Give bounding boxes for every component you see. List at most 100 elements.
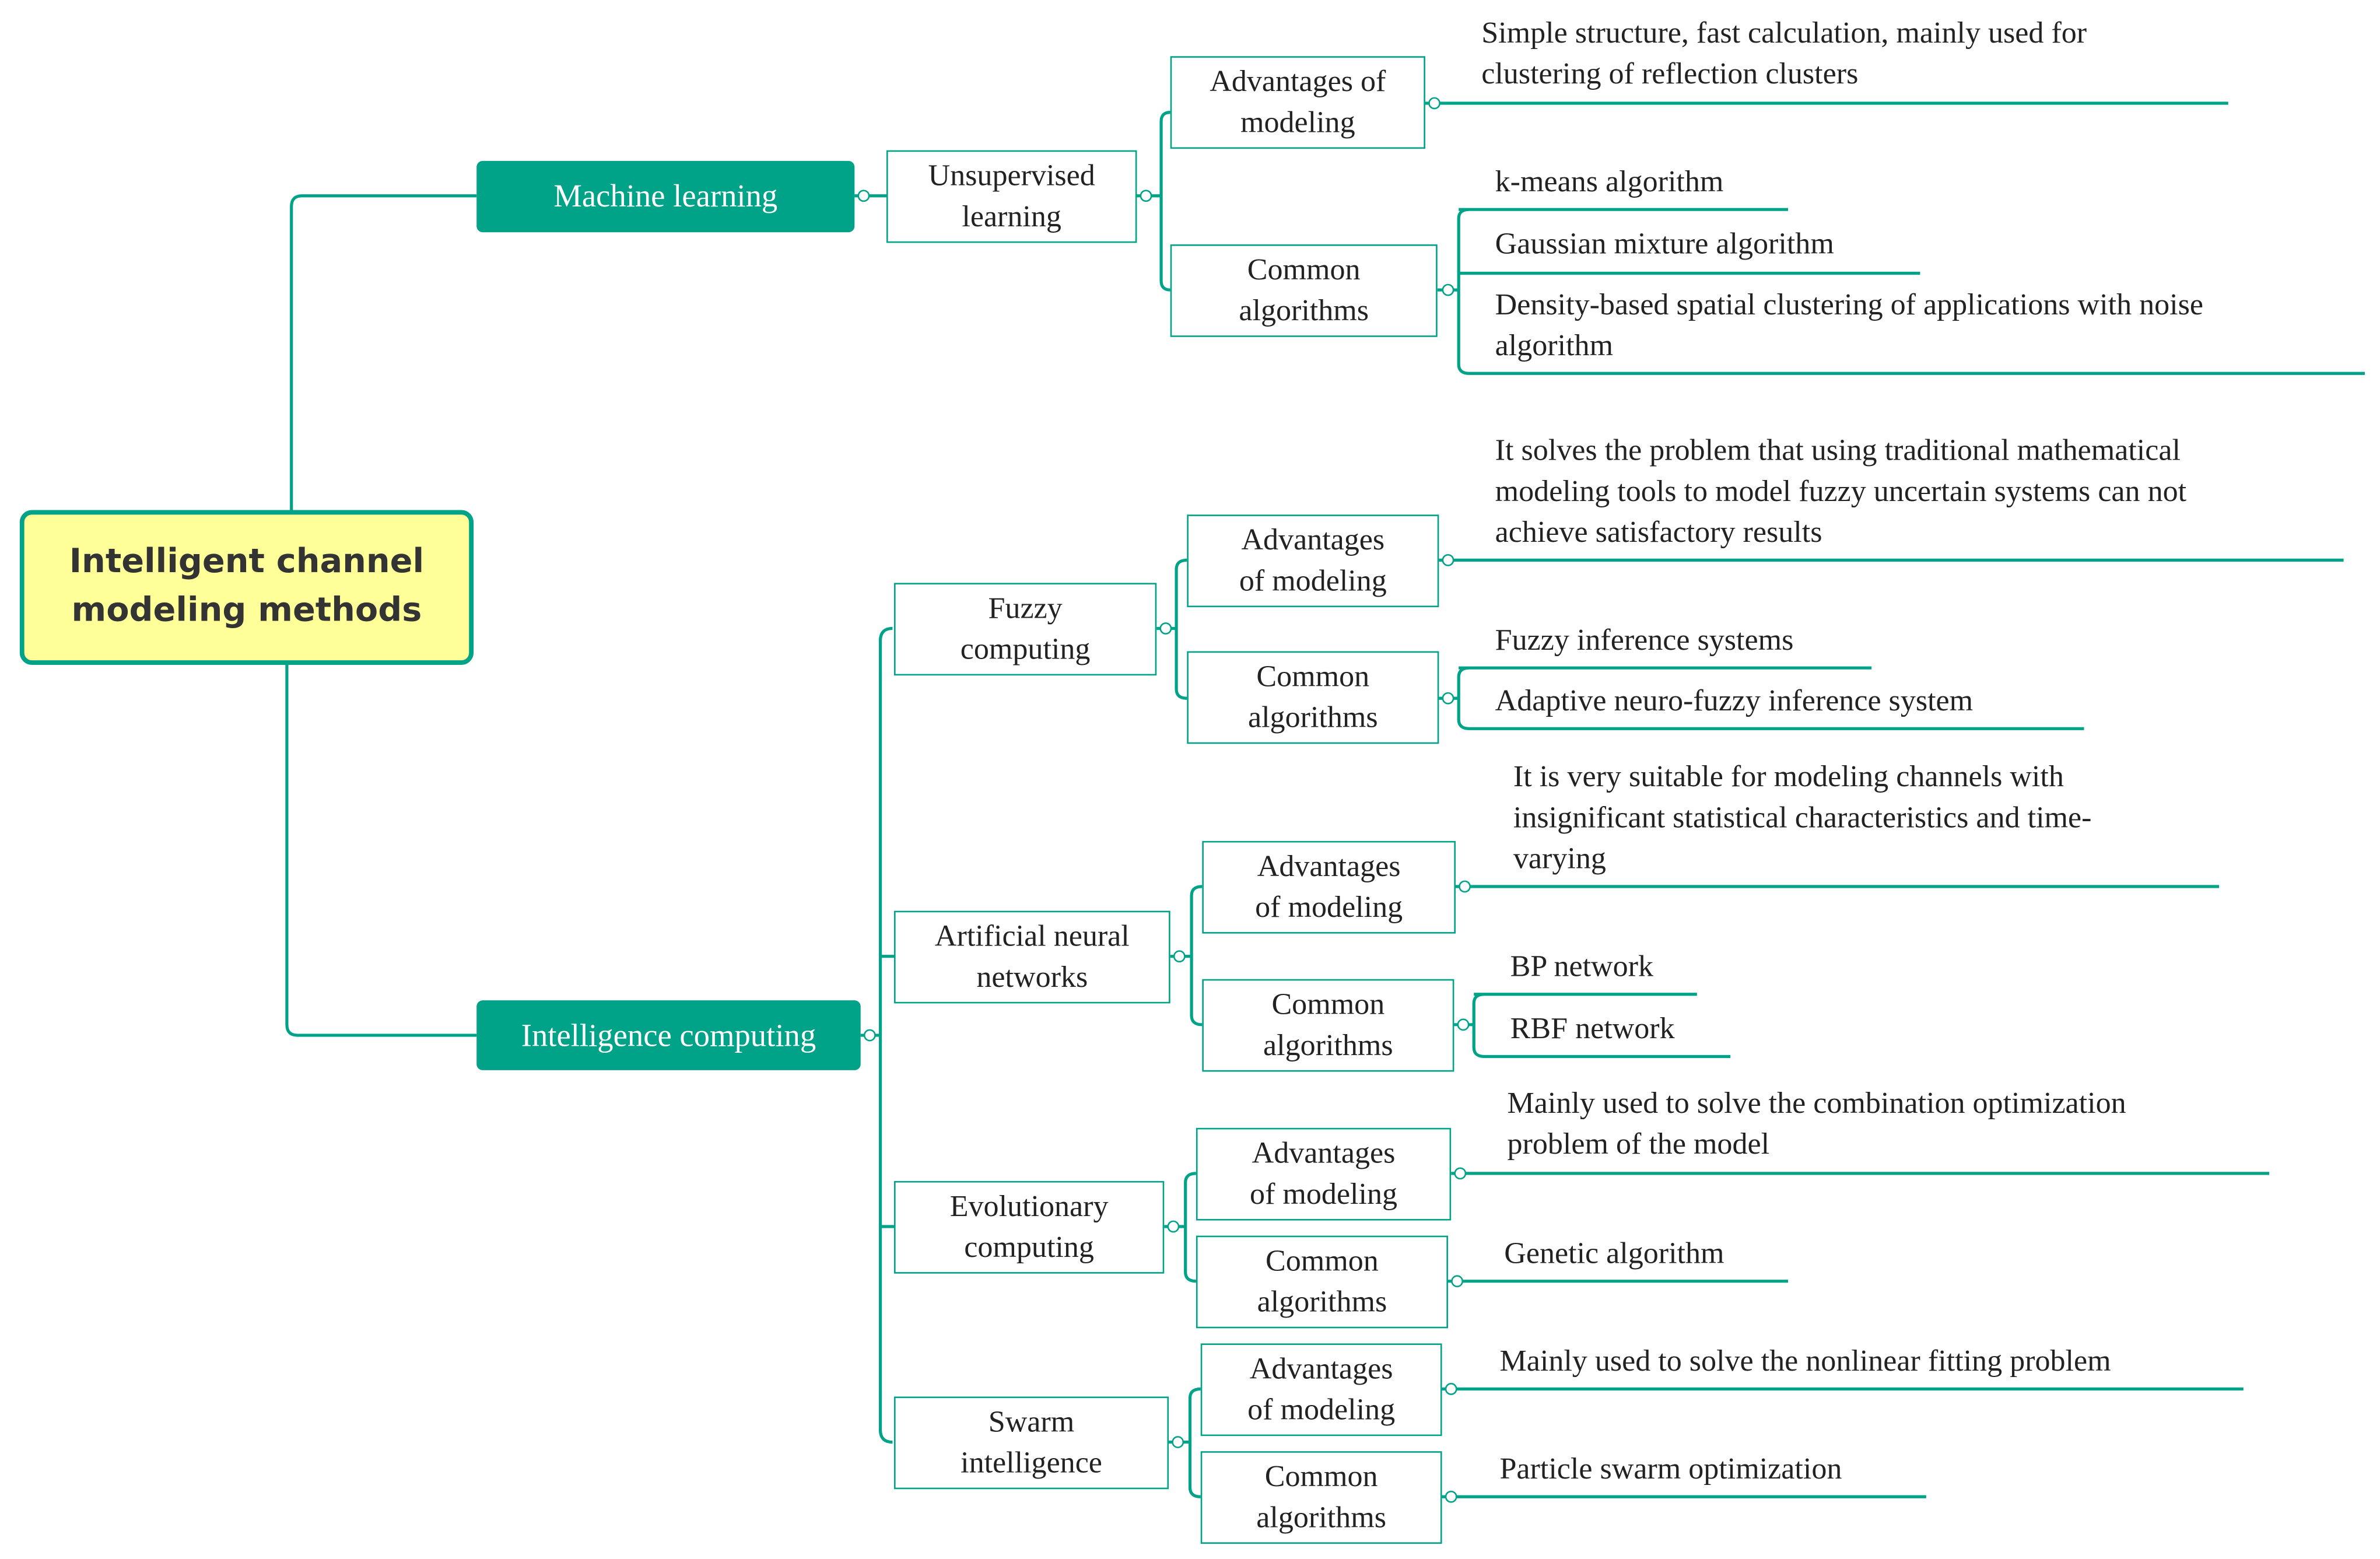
node-line: of modeling — [1250, 1177, 1398, 1211]
leaf-genetic-algorithm: Genetic algorithm — [1504, 1234, 1724, 1275]
collapse-dot-fuzzy-adv — [1442, 553, 1454, 566]
leaf-line: modeling tools to model fuzzy uncertain … — [1495, 475, 2187, 509]
collapse-dot-fuzzy-common — [1442, 692, 1454, 705]
node-evo-common-algorithms[interactable]: Common algorithms — [1196, 1235, 1448, 1329]
leaf-line: achieve satisfactory results — [1495, 516, 1822, 550]
node-intelligence-computing-label: Intelligence computing — [521, 1016, 816, 1053]
connector-root-intelligence-computing — [285, 664, 477, 1037]
leaf-line: It solves the problem that using traditi… — [1495, 434, 2181, 468]
node-swarm-intelligence[interactable]: Swarm intelligence — [893, 1396, 1169, 1490]
collapse-dot-ml-adv — [1428, 97, 1440, 110]
node-line: modeling — [1240, 105, 1355, 139]
leaf-line: algorithm — [1495, 329, 1614, 363]
node-line: Advantages — [1241, 523, 1385, 556]
node-ann-common-algorithms[interactable]: Common algorithms — [1202, 979, 1454, 1072]
node-line: Advantages of — [1210, 64, 1386, 98]
node-line: algorithms — [1263, 1028, 1393, 1062]
node-line: Common — [1266, 1243, 1379, 1278]
collapse-dot-swarm — [1172, 1436, 1184, 1448]
leaf-line: Genetic algorithm — [1504, 1237, 1724, 1271]
node-ann-advantages[interactable]: Advantages of modeling — [1202, 840, 1456, 934]
leaf-line: Mainly used to solve the combination opt… — [1507, 1087, 2126, 1120]
collapse-dot-evo-common — [1451, 1275, 1464, 1288]
node-line: computing — [960, 632, 1091, 666]
node-evolutionary-computing[interactable]: Evolutionary computing — [893, 1180, 1165, 1274]
leaf-rbf-network: RBF network — [1510, 1010, 1675, 1050]
leaf-line: Particle swarm optimization — [1499, 1452, 1842, 1487]
node-swarm-common-algorithms[interactable]: Common algorithms — [1200, 1451, 1442, 1544]
leaf-line: It is very suitable for modeling channel… — [1513, 760, 2064, 794]
leaf-line: Simple structure, fast calculation, main… — [1481, 16, 2087, 50]
node-swarm-advantages[interactable]: Advantages of modeling — [1200, 1343, 1442, 1437]
leaf-line: insignificant statistical characteristic… — [1513, 801, 2092, 835]
connector-root-machine-learning — [290, 194, 477, 510]
node-line: computing — [964, 1230, 1094, 1264]
leaf-fuzzy-advantages-text: It solves the problem that using traditi… — [1495, 431, 2186, 554]
collapse-dot-ml-common — [1442, 283, 1454, 296]
leaf-line: varying — [1513, 842, 1606, 876]
collapse-dot-evo-adv — [1454, 1167, 1467, 1180]
node-line: intelligence — [961, 1446, 1102, 1480]
node-line: algorithms — [1257, 1285, 1387, 1319]
leaf-gaussian-mixture: Gaussian mixture algorithm — [1495, 225, 1834, 265]
collapse-dot-fuzzy — [1159, 622, 1172, 635]
node-line: algorithms — [1256, 1500, 1386, 1535]
collapse-dot-swarm-adv — [1445, 1383, 1457, 1395]
collapse-dot-swarm-common — [1445, 1490, 1457, 1503]
collapse-dot-ann — [1173, 950, 1186, 963]
node-line: of modeling — [1247, 1392, 1396, 1427]
collapse-dot-ann-adv — [1459, 880, 1471, 893]
leaf-line: BP network — [1510, 950, 1654, 984]
leaf-bp-network: BP network — [1510, 947, 1653, 988]
node-line: of modeling — [1239, 563, 1387, 598]
node-machine-learning[interactable]: Machine learning — [476, 160, 855, 233]
leaf-kmeans: k-means algorithm — [1495, 162, 1724, 203]
leaf-ml-advantages-text: Simple structure, fast calculation, main… — [1481, 13, 2087, 96]
node-intelligence-computing[interactable]: Intelligence computing — [476, 1000, 861, 1070]
collapse-dot-ic — [863, 1029, 876, 1042]
leaf-line: Mainly used to solve the nonlinear fitti… — [1499, 1344, 2111, 1379]
node-line: Evolutionary — [949, 1189, 1109, 1223]
node-line: Common — [1264, 1459, 1378, 1493]
root-node[interactable]: Intelligent channel modeling methods — [19, 510, 474, 665]
leaf-line: Fuzzy inference systems — [1495, 623, 1794, 657]
node-line: Artificial neural — [934, 919, 1130, 953]
node-line: Advantages — [1257, 849, 1401, 883]
node-evo-advantages[interactable]: Advantages of modeling — [1196, 1127, 1452, 1221]
collapse-dot-ann-common — [1457, 1018, 1470, 1031]
node-line: Common — [1247, 253, 1361, 286]
node-fuzzy-advantages[interactable]: Advantages of modeling — [1187, 514, 1439, 608]
collapse-dots — [857, 97, 1471, 1503]
node-ml-advantages[interactable]: Advantages of modeling — [1170, 56, 1425, 149]
node-line: Unsupervised — [928, 158, 1095, 192]
node-machine-learning-label: Machine learning — [553, 177, 778, 214]
node-line: Common — [1271, 987, 1385, 1021]
root-line-2: modeling methods — [71, 592, 422, 630]
leaf-line: clustering of reflection clusters — [1481, 57, 1859, 92]
leaf-ann-advantages-text: It is very suitable for modeling channel… — [1513, 758, 2092, 881]
leaf-dbscan: Density-based spatial clustering of appl… — [1495, 285, 2203, 367]
leaf-line: problem of the model — [1507, 1127, 1770, 1162]
root-line-1: Intelligent channel — [69, 543, 425, 581]
leaf-fuzzy-inference: Fuzzy inference systems — [1495, 621, 1794, 662]
leaf-line: Adaptive neuro-fuzzy inference system — [1495, 684, 1974, 719]
node-line: of modeling — [1255, 890, 1403, 924]
node-ml-common-algorithms[interactable]: Common algorithms — [1170, 244, 1438, 337]
leaf-line: Gaussian mixture algorithm — [1495, 227, 1834, 261]
leaf-particle-swarm: Particle swarm optimization — [1499, 1450, 1842, 1491]
node-line: Advantages — [1252, 1136, 1396, 1170]
leaf-line: RBF network — [1510, 1013, 1675, 1046]
node-line: Swarm — [988, 1404, 1075, 1439]
node-line: algorithms — [1239, 293, 1369, 327]
collapse-dot-unsupervised — [1140, 190, 1152, 202]
node-line: Common — [1256, 659, 1370, 693]
leaf-anfis: Adaptive neuro-fuzzy inference system — [1495, 682, 1974, 723]
collapse-dot-evo — [1167, 1220, 1180, 1233]
node-line: Advantages — [1249, 1351, 1393, 1385]
